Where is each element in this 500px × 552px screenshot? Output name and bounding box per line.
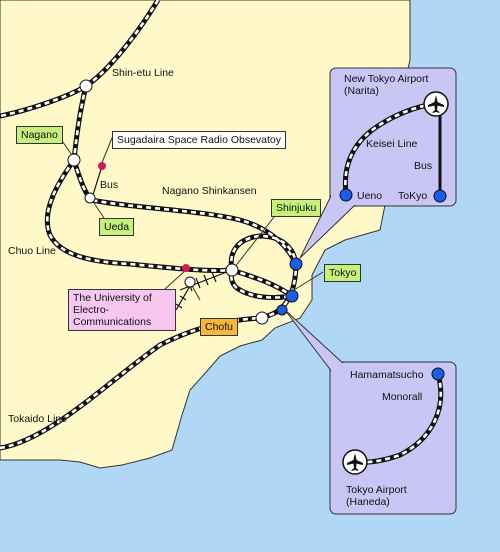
- chuo-line-label: Chuo Line: [8, 245, 56, 257]
- haneda-subtitle: (Haneda): [346, 496, 390, 508]
- station-shinjuku: [225, 263, 239, 277]
- sugadaira-bus-line: [91, 165, 103, 199]
- monorail-label: Monorall: [382, 391, 423, 403]
- shinetsu-line-label: Shin-etu Line: [112, 67, 174, 79]
- nagano-shinkansen-label: Nagano Shinkansen: [162, 185, 257, 197]
- uec-marker: [182, 264, 190, 272]
- station-tokyo-panel: [433, 189, 447, 203]
- tokyo-label: Tokyo: [324, 264, 362, 282]
- station-nagano: [67, 153, 81, 167]
- ueno-label: Ueno: [357, 190, 383, 202]
- haneda-title: Tokyo Airport: [346, 484, 407, 496]
- narita-title: New Tokyo Airport: [344, 73, 429, 85]
- station-tokyo-2: [285, 289, 299, 303]
- observatory-marker: [98, 162, 106, 170]
- station-ueda: [84, 192, 96, 204]
- uec-label: The University of Electro-Communications: [68, 289, 176, 331]
- shinjuku-label: Shinjuku: [271, 199, 322, 217]
- haneda-callout: [284, 309, 346, 373]
- station-tokyo-1: [289, 257, 303, 271]
- nagano-label: Nagano: [16, 126, 63, 144]
- airplane-icon: [342, 449, 368, 475]
- hamamatsucho-label: Hamamatsucho: [350, 369, 424, 381]
- station-ueno: [339, 188, 353, 202]
- station-chofu-area: [255, 311, 269, 325]
- station-uec: [184, 276, 196, 288]
- keisei-line-label: Keisei Line: [366, 138, 418, 150]
- bus-label: Bus: [100, 179, 119, 191]
- narita-bus-label: Bus: [414, 160, 433, 172]
- stations: [67, 79, 447, 381]
- narita-subtitle: (Narita): [344, 85, 380, 97]
- station-shinetsu: [79, 79, 93, 93]
- ueda-label: Ueda: [99, 218, 135, 236]
- station-tokyo-3: [276, 304, 288, 316]
- airplane-icon: [423, 91, 449, 117]
- tokaido-line-label: Tokaido Line: [8, 413, 67, 425]
- narita-tokyo-label: ToKyo: [398, 190, 428, 202]
- station-hamamatsucho: [431, 367, 445, 381]
- chofu-label: Chofu: [200, 318, 239, 336]
- observatory-label: Sugadaira Space Radio Obsevatoy: [112, 131, 287, 149]
